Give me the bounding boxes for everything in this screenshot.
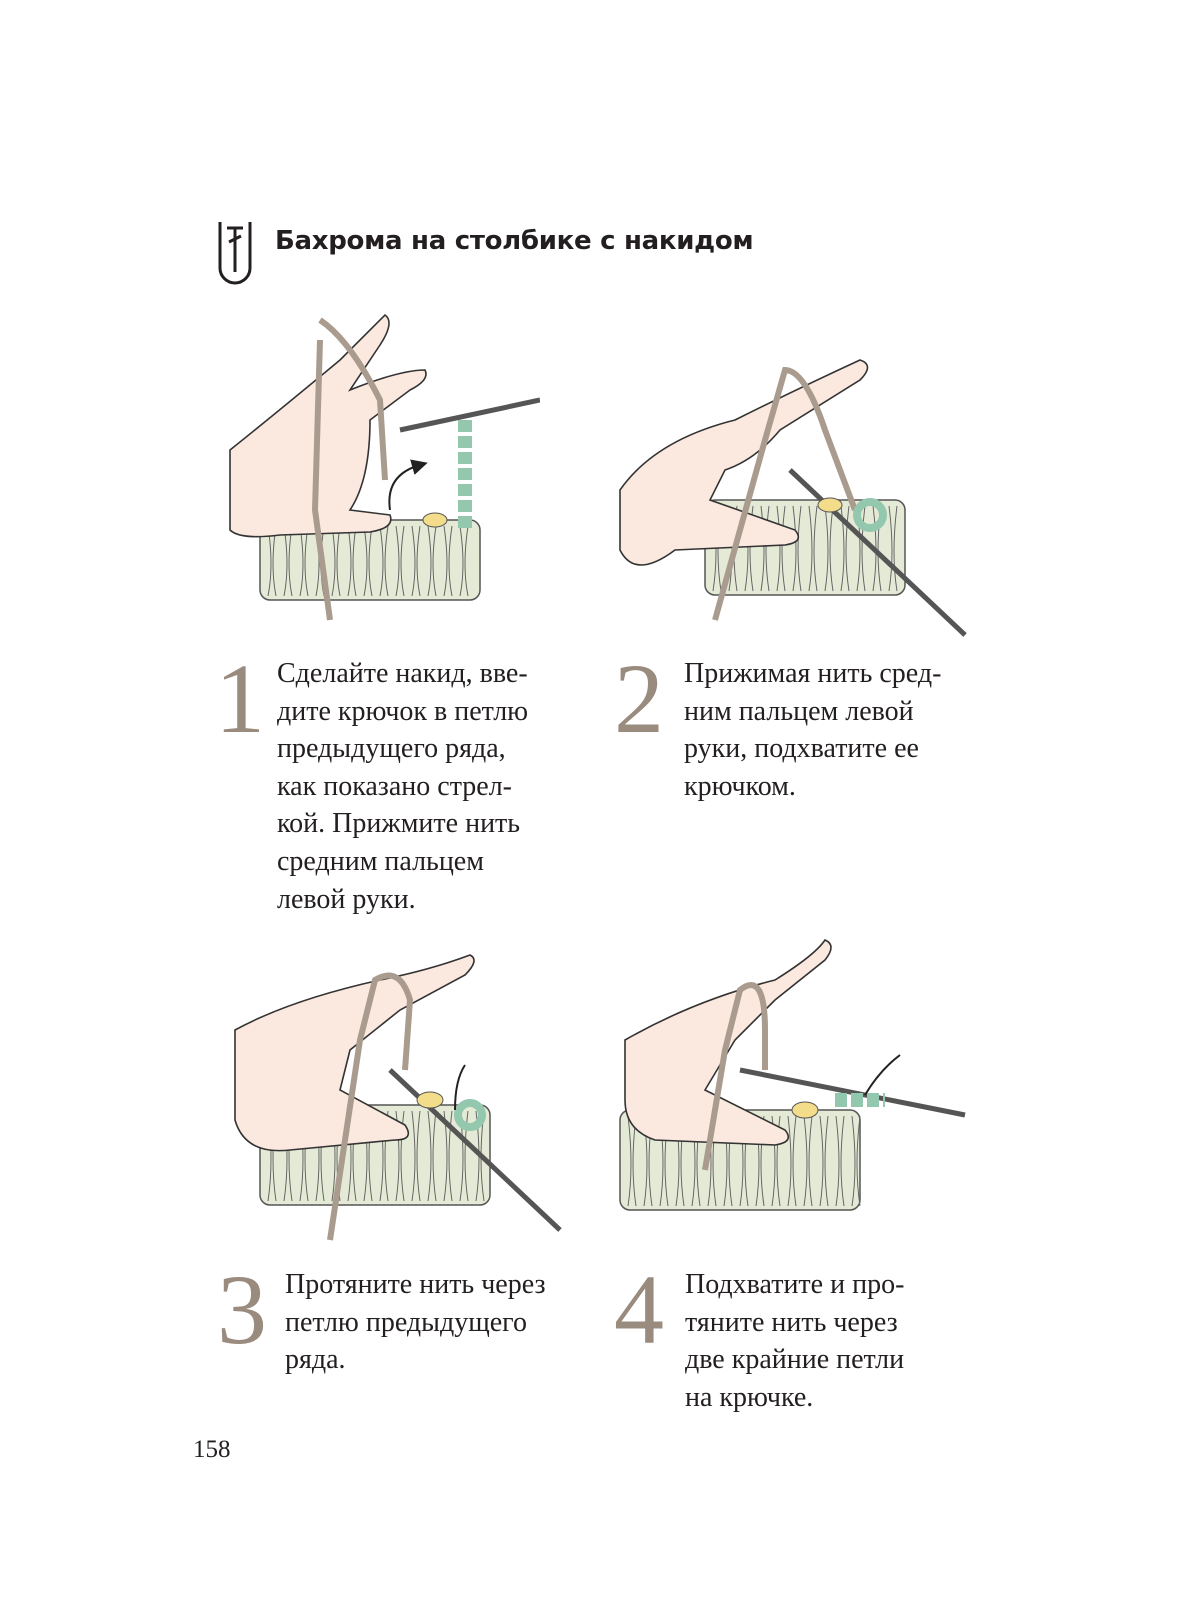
- hand: [234, 954, 475, 1152]
- hand: [229, 313, 427, 538]
- step-number: 4: [614, 1254, 664, 1365]
- step-1: 1 Сделайте накид, вве-дите крючок в петл…: [215, 649, 529, 918]
- illustration-step-3: [234, 954, 562, 1241]
- step-number: 2: [614, 643, 664, 754]
- illustration-step-2: [619, 359, 967, 637]
- illustration-step-4: [619, 939, 966, 1211]
- page-number: 158: [193, 1436, 231, 1463]
- page-title: Бахрома на столбике с накидом: [275, 226, 754, 256]
- crochet-double-stitch-icon: [218, 222, 252, 285]
- hand: [619, 359, 869, 566]
- section-header: Бахрома на столбике с накидом: [217, 220, 754, 286]
- step-number: 1: [215, 643, 265, 754]
- step-number: 3: [217, 1254, 267, 1365]
- illustration-step-1: [229, 313, 540, 621]
